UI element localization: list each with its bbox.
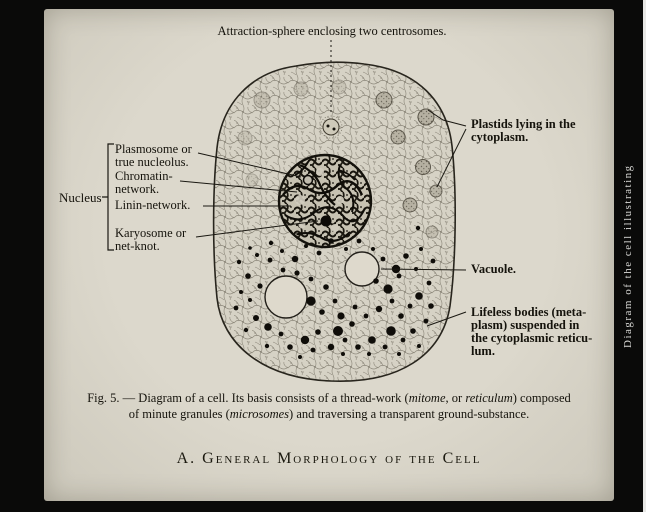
label-nucleus: Nucleus bbox=[59, 190, 102, 205]
label-vacuole: Vacuole. bbox=[471, 262, 517, 276]
label-karyosome: Karyosome or net-knot. bbox=[115, 226, 187, 253]
section-heading: A. General Morphology of the Cell bbox=[176, 450, 482, 467]
label-chromatin-network: Chromatin- network. bbox=[115, 169, 173, 196]
frame-edge-highlight bbox=[643, 0, 646, 512]
caption-fig-number: Fig. 5. bbox=[87, 391, 120, 405]
slide-background bbox=[44, 9, 614, 501]
label-plasmosome: Plasmosome or true nucleolus. bbox=[115, 142, 192, 169]
label-attraction-sphere: Attraction-sphere enclosing two centroso… bbox=[217, 24, 447, 38]
label-plastids: Plastids lying in the cytoplasm. bbox=[471, 117, 576, 144]
label-lifeless-bodies: Lifeless bodies (meta- plasm) suspended … bbox=[471, 305, 593, 358]
frame-side-label: Diagram of the cell illustrating bbox=[622, 164, 634, 348]
label-linin-network: Linin-network. bbox=[115, 198, 191, 212]
figure-caption: Fig. 5. — Diagram of a cell. Its basis c… bbox=[87, 391, 571, 421]
